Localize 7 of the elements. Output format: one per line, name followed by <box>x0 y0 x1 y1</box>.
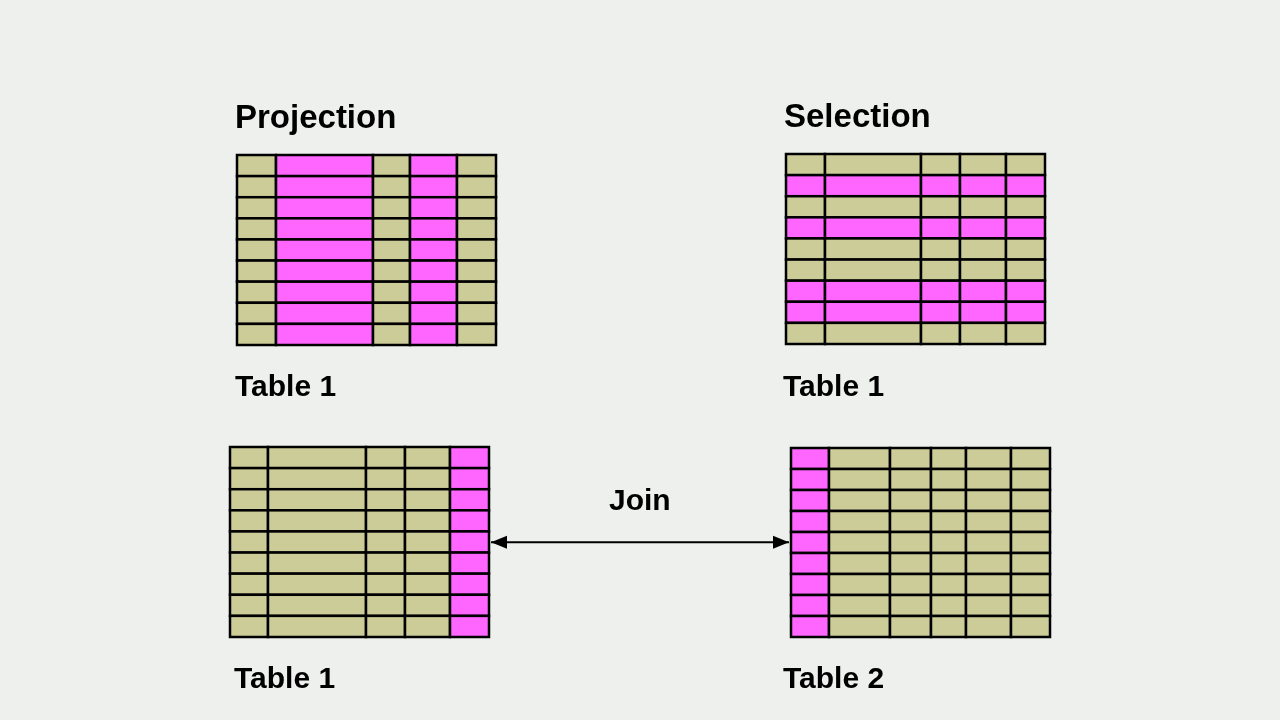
table-heading: Projection <box>235 97 397 137</box>
table-caption: Table 1 <box>234 660 336 696</box>
table-caption: Table 1 <box>783 368 885 404</box>
table-caption: Table 1 <box>235 368 337 404</box>
table-heading: Selection <box>784 96 931 136</box>
table-caption: Table 2 <box>783 660 885 696</box>
arrow <box>490 535 790 549</box>
